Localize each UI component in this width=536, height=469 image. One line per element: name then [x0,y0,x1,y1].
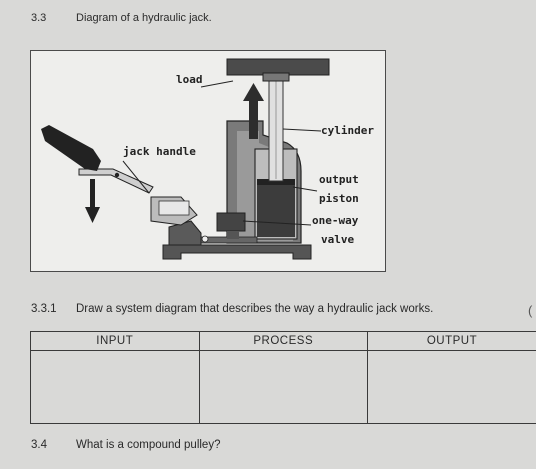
marks-bracket: ( [528,303,533,318]
system-diagram-table: INPUT PROCESS OUTPUT [30,331,536,424]
hydraulic-jack-diagram: load cylinder jack handle output piston … [30,50,386,272]
table-row [30,350,536,424]
label-jack-handle: jack handle [123,145,196,158]
label-output: output [319,173,359,186]
cell-output[interactable] [367,350,536,424]
question-text-2: What is a compound pulley? [76,439,221,451]
section-title: Diagram of a hydraulic jack. [76,12,212,24]
hydraulic-jack-illustration: load cylinder jack handle output piston … [41,58,374,260]
label-cylinder: cylinder [321,124,374,137]
label-piston: piston [319,192,359,205]
question-number: 3.3.1 [31,303,57,315]
cell-process[interactable] [198,350,368,424]
table-header-row: INPUT PROCESS OUTPUT [30,331,536,351]
header-process: PROCESS [198,331,368,351]
label-load: load [176,73,203,86]
question-text: Draw a system diagram that describes the… [76,303,434,315]
label-valve: valve [321,233,354,246]
header-output: OUTPUT [367,331,536,351]
cell-input[interactable] [30,350,200,424]
question-number-2: 3.4 [31,439,47,451]
section-number: 3.3 [31,12,47,24]
label-one-way: one-way [312,214,359,227]
header-input: INPUT [30,331,200,351]
